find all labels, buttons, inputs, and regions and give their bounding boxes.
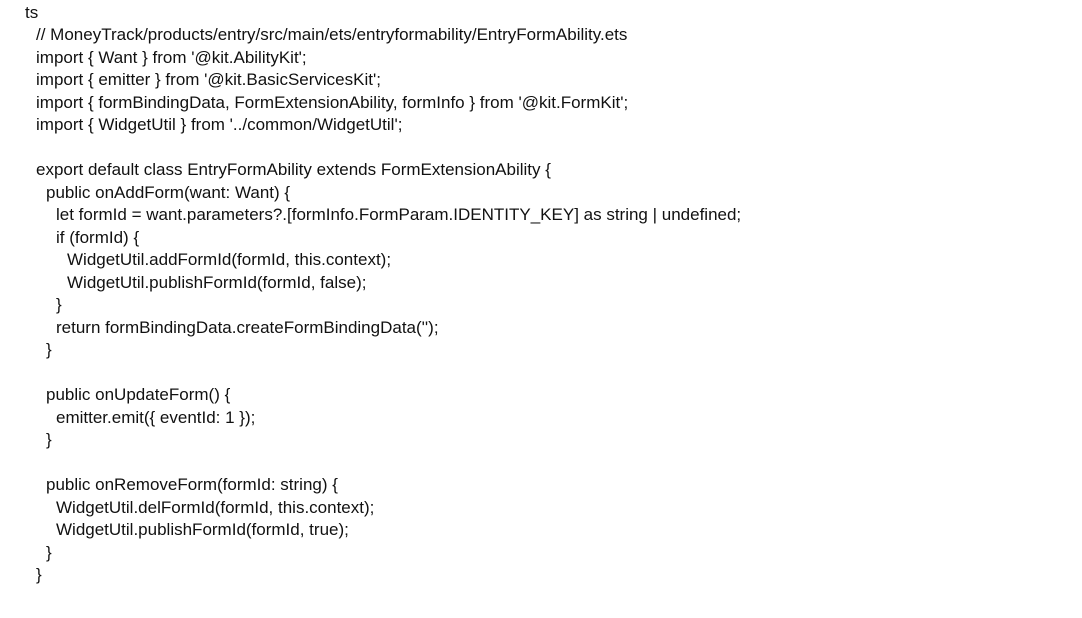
code-line: return formBindingData.createFormBinding… bbox=[56, 317, 439, 337]
code-line: import { Want } from '@kit.AbilityKit'; bbox=[36, 47, 307, 67]
code-line: public onRemoveForm(formId: string) { bbox=[46, 475, 338, 494]
code-line: WidgetUtil.publishFormId(formId, true); bbox=[56, 520, 349, 539]
code-block: // MoneyTrack/products/entry/src/main/et… bbox=[36, 24, 741, 587]
language-label: ts bbox=[25, 3, 39, 22]
code-line: public onAddForm(want: Want) { bbox=[46, 182, 291, 202]
code-line: import { WidgetUtil } from '../common/Wi… bbox=[36, 115, 403, 134]
code-line: } bbox=[46, 430, 52, 449]
code-line bbox=[36, 362, 741, 385]
code-line: } bbox=[36, 565, 42, 584]
code-line: public onUpdateForm() { bbox=[46, 385, 231, 404]
code-line: export default class EntryFormAbility ex… bbox=[36, 160, 551, 179]
code-line bbox=[36, 137, 741, 160]
code-line: } bbox=[46, 340, 52, 359]
code-line: if (formId) { bbox=[56, 227, 140, 247]
code-line: emitter.emit({ eventId: 1 }); bbox=[56, 407, 256, 427]
code-line: } bbox=[56, 295, 62, 314]
code-line: } bbox=[46, 542, 52, 562]
code-line: import { emitter } from '@kit.BasicServi… bbox=[36, 70, 381, 89]
code-line: WidgetUtil.publishFormId(formId, false); bbox=[67, 272, 367, 292]
code-line: import { formBindingData, FormExtensionA… bbox=[36, 92, 629, 112]
code-line: WidgetUtil.addFormId(formId, this.contex… bbox=[67, 250, 392, 269]
code-line: // MoneyTrack/products/entry/src/main/et… bbox=[36, 25, 628, 44]
code-line bbox=[36, 452, 741, 475]
code-line: let formId = want.parameters?.[formInfo.… bbox=[56, 205, 742, 224]
code-line: WidgetUtil.delFormId(formId, this.contex… bbox=[56, 497, 375, 517]
